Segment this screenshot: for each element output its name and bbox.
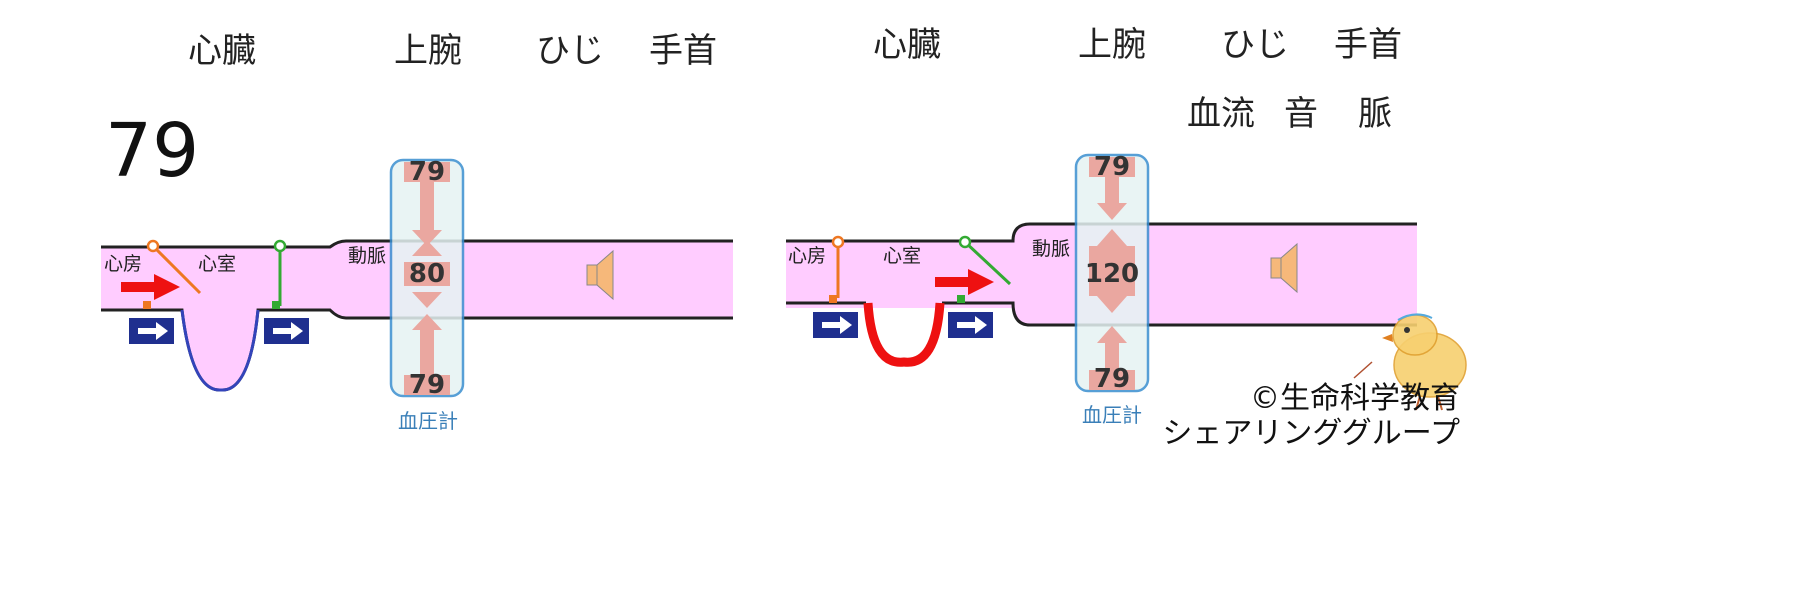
left-valve-aortic-seat [272,301,280,309]
right-valve-aortic-seat [957,295,965,303]
right-gauge-bottom: 79 [1094,364,1130,394]
right-gauge-middle: 120 [1085,259,1139,289]
left-direction-box-2 [264,318,309,344]
left-direction-box-1 [129,318,174,344]
right-diagram: 心臓 上腕 ひじ 手首 血流 音 脈 心房 心室 動脈 [786,25,1417,427]
left-valve-atrial-seat [143,301,151,309]
left-vessel-top-wall [101,239,733,249]
left-gauge-arrows [404,162,450,395]
credit-line-1: ©生命科学教育 [1250,381,1460,416]
right-direction-box-2 [948,312,993,338]
left-header-elbow: ひじ [536,31,604,71]
left-vessel-ventricle-sac [182,310,258,391]
left-header-upper-arm: 上腕 [394,31,462,71]
right-header-wrist: 手首 [1334,25,1402,65]
right-subheader-blood-flow: 血流 [1187,94,1255,134]
right-label-atrium: 心房 [788,245,826,267]
right-vessel-bottom-wall [786,301,1417,327]
left-label-atrium: 心房 [104,253,142,275]
left-gauge-middle: 80 [409,259,445,289]
left-valve-atrial [151,244,202,295]
left-ventricle-wall [180,309,260,392]
right-gauge-caption: 血圧計 [1082,403,1142,427]
right-label-ventricle: 心室 [883,245,921,267]
right-header-elbow: ひじ [1221,25,1289,65]
right-subheader-sound: 音 [1284,94,1318,134]
right-valve-aortic-hinge [958,235,972,249]
left-gauge-caption: 血圧計 [398,409,458,433]
right-vessel-top-wall [786,222,1417,243]
chick-mascot-icon [1353,313,1467,411]
left-speaker-icon [586,249,614,301]
left-label-ventricle: 心室 [198,253,236,275]
right-subheader-pulse: 脈 [1358,94,1392,134]
right-gauge-arrows [1089,157,1135,390]
left-valve-atrial-hinge [146,239,160,253]
left-gauge-top: 79 [409,157,445,187]
left-gauge-bottom: 79 [409,370,445,400]
pressure-reading: 79 [105,108,199,194]
left-header-heart: 心臓 [188,31,256,71]
right-ventricle-wall-contracted [863,302,945,367]
left-flow-arrow [121,274,180,300]
credit-line-2: シェアリンググループ [1162,416,1460,451]
right-gauge-top: 79 [1094,152,1130,182]
right-direction-box-1 [813,312,858,338]
right-flow-arrow [935,269,994,295]
right-valve-atrial-seat [829,295,837,303]
left-label-artery: 動脈 [348,245,386,267]
right-speaker-icon [1270,242,1298,294]
right-header-upper-arm: 上腕 [1078,25,1146,65]
right-valve-aortic [963,240,1012,286]
left-diagram: 心臓 上腕 ひじ 手首 79 心房 心室 動脈 [101,31,733,433]
left-valve-aortic-hinge [273,239,287,253]
right-valve-atrial-hinge [831,235,845,249]
right-header-heart: 心臓 [873,25,941,65]
left-header-wrist: 手首 [649,31,717,71]
right-label-artery: 動脈 [1032,238,1070,260]
